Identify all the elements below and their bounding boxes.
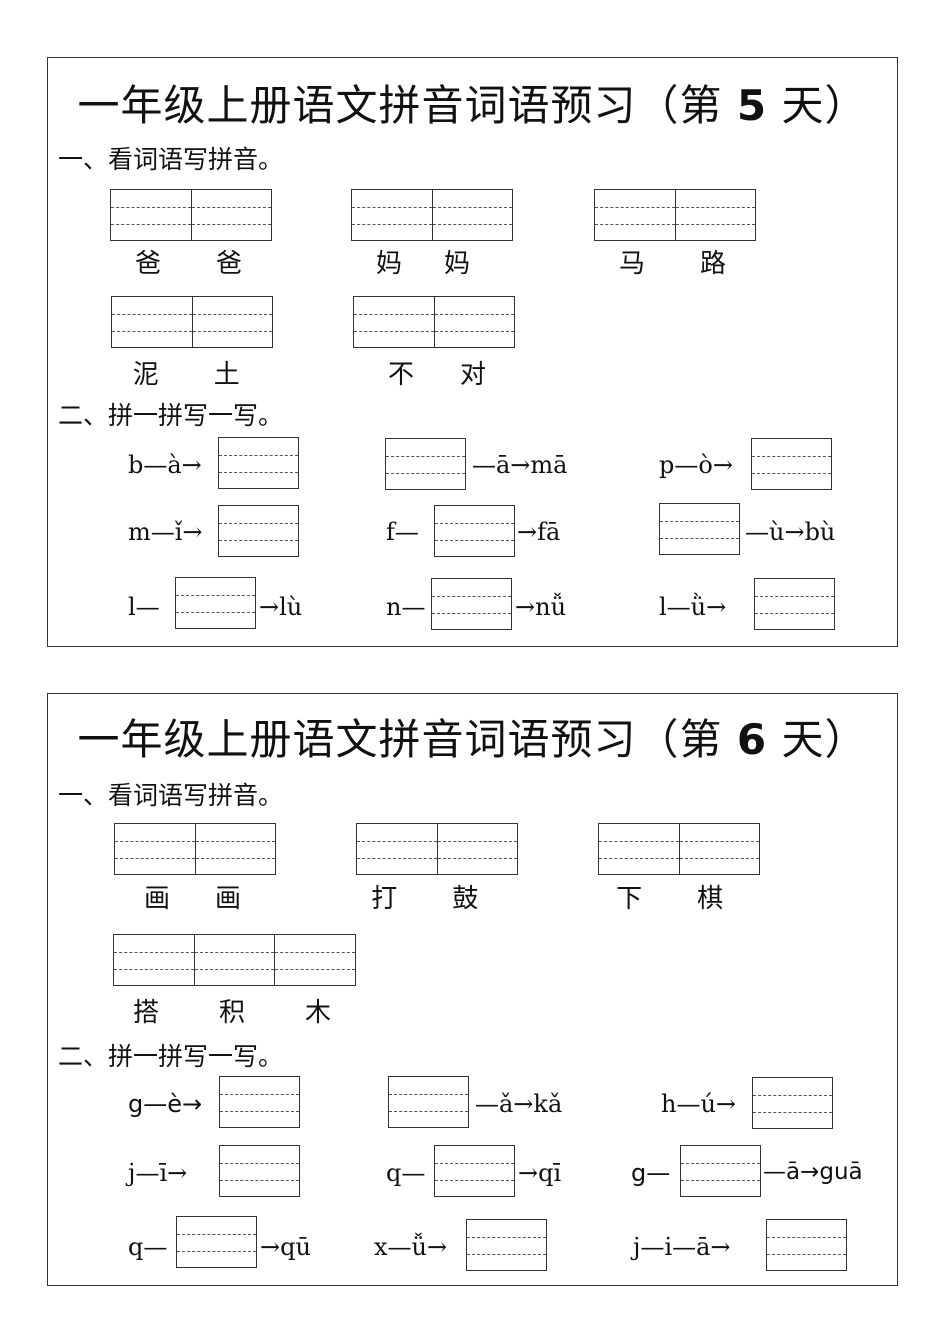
answer-box[interactable] xyxy=(766,1219,847,1271)
pinyin-prompt: g—è→ xyxy=(128,1090,203,1118)
title-text: 一年级上册语文拼音词语预习（第 xyxy=(77,715,723,764)
pinyin-prompt: —ǎ→kǎ xyxy=(475,1090,563,1118)
section-heading-1: 一、看词语写拼音。 xyxy=(58,145,284,174)
answer-box[interactable] xyxy=(434,1145,515,1197)
answer-box[interactable] xyxy=(466,1219,547,1271)
pinyin-prompt: →nǚ xyxy=(515,593,567,621)
answer-box[interactable] xyxy=(219,1145,300,1197)
pinyin-prompt: b—à→ xyxy=(128,451,202,479)
answer-box[interactable] xyxy=(219,1076,300,1128)
pinyin-prompt: l— xyxy=(128,593,160,621)
answer-box[interactable] xyxy=(434,505,515,557)
pinyin-prompt: —ā→guā xyxy=(763,1159,863,1185)
answer-box[interactable] xyxy=(431,578,512,630)
pinyin-prompt: p—ò→ xyxy=(659,451,733,479)
pinyin-prompt: h—ú→ xyxy=(661,1090,737,1118)
word-xiaqi: 下棋 xyxy=(616,884,724,914)
title-text: 一年级上册语文拼音词语预习（第 xyxy=(77,81,723,130)
word-budui: 不对 xyxy=(387,360,486,390)
section-heading-2: 二、拼一拼写一写。 xyxy=(58,401,284,430)
answer-box[interactable] xyxy=(754,578,835,630)
title-suffix: 天） xyxy=(781,81,868,130)
pinyin-box[interactable] xyxy=(110,189,272,241)
pinyin-prompt: g— xyxy=(631,1159,671,1187)
word-malu: 马路 xyxy=(618,249,726,279)
worksheet-title: 一年级上册语文拼音词语预习（第 5 天） xyxy=(48,72,897,133)
pinyin-prompt: j—ī→ xyxy=(128,1159,188,1187)
worksheet-title: 一年级上册语文拼音词语预习（第 6 天） xyxy=(48,706,897,767)
pinyin-box[interactable] xyxy=(351,189,513,241)
pinyin-prompt: q— xyxy=(128,1233,168,1261)
answer-box[interactable] xyxy=(218,437,299,489)
pinyin-prompt: q— xyxy=(386,1159,426,1187)
pinyin-prompt: x—ǚ→ xyxy=(374,1233,448,1261)
pinyin-prompt: j—i—ā→ xyxy=(633,1233,731,1261)
answer-box[interactable] xyxy=(659,503,740,555)
answer-box[interactable] xyxy=(218,505,299,557)
pinyin-prompt: m—ǐ→ xyxy=(128,518,203,546)
pinyin-prompt: —ā→mā xyxy=(472,451,568,479)
answer-box[interactable] xyxy=(176,1216,257,1268)
title-suffix: 天） xyxy=(781,715,868,764)
pinyin-box[interactable] xyxy=(598,823,760,875)
pinyin-prompt: →qī xyxy=(518,1159,562,1187)
pinyin-prompt: n— xyxy=(386,593,426,621)
answer-box[interactable] xyxy=(680,1145,761,1197)
word-dajimu: 搭积木 xyxy=(132,998,331,1028)
pinyin-box[interactable] xyxy=(353,296,515,348)
word-nitu: 泥土 xyxy=(132,360,240,390)
pinyin-prompt: —ù→bù xyxy=(745,518,836,546)
pinyin-box[interactable] xyxy=(113,934,356,986)
day-number: 5 xyxy=(736,81,768,130)
pinyin-prompt: f— xyxy=(386,518,419,546)
word-dagu: 打鼓 xyxy=(371,884,479,914)
section-heading-2: 二、拼一拼写一写。 xyxy=(58,1042,284,1071)
answer-box[interactable] xyxy=(175,577,256,629)
pinyin-box[interactable] xyxy=(111,296,273,348)
worksheet-day-6: 一年级上册语文拼音词语预习（第 6 天） 一、看词语写拼音。 画画 打鼓 下棋 … xyxy=(47,693,898,1286)
day-number: 6 xyxy=(736,715,768,764)
answer-box[interactable] xyxy=(752,1077,833,1129)
word-baba: 爸爸 xyxy=(134,249,242,279)
pinyin-prompt: →lù xyxy=(259,593,303,621)
word-mama: 妈妈 xyxy=(375,249,470,279)
pinyin-prompt: l—ǜ→ xyxy=(659,593,727,621)
worksheet-day-5: 一年级上册语文拼音词语预习（第 5 天） 一、看词语写拼音。 爸爸 妈妈 马路 … xyxy=(47,57,898,647)
pinyin-box[interactable] xyxy=(114,823,276,875)
answer-box[interactable] xyxy=(388,1076,469,1128)
pinyin-box[interactable] xyxy=(594,189,756,241)
word-huahua: 画画 xyxy=(143,884,241,914)
pinyin-box[interactable] xyxy=(356,823,518,875)
pinyin-prompt: →qū xyxy=(260,1233,311,1261)
pinyin-prompt: →fā xyxy=(517,518,561,546)
answer-box[interactable] xyxy=(751,438,832,490)
section-heading-1: 一、看词语写拼音。 xyxy=(58,781,284,810)
answer-box[interactable] xyxy=(385,438,466,490)
